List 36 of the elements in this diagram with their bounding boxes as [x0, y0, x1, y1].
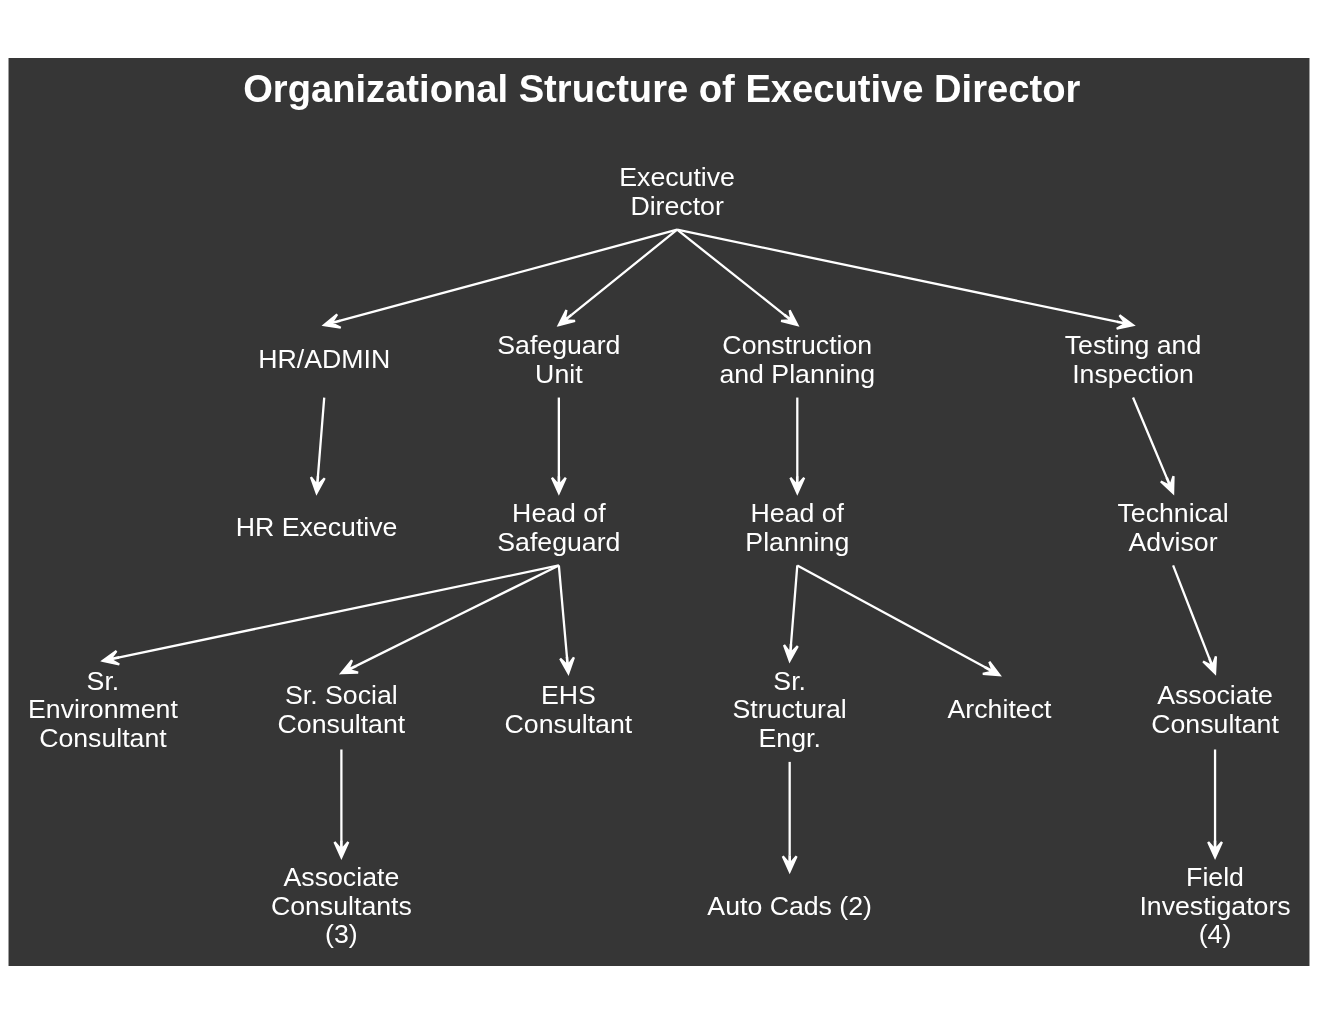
node-text: Head of Planning [745, 497, 850, 557]
node-text: Associate Consultant [1151, 680, 1279, 739]
node-text: HR/ADMIN [258, 344, 391, 375]
arrow [309, 397, 326, 495]
arrow [550, 397, 567, 495]
arrow [1172, 565, 1218, 675]
arrow [789, 397, 806, 495]
node-text: Head of Safeguard [497, 497, 621, 557]
arrow [557, 565, 576, 675]
arrow [557, 228, 678, 327]
arrow [333, 749, 350, 859]
arrow [676, 228, 1135, 330]
node-text: Sr. Environment Consultant [28, 665, 178, 754]
node-text: Construction and Planning [719, 330, 876, 389]
node-text: EHS Consultant [504, 680, 633, 739]
node-text: HR Executive [235, 512, 398, 543]
node-text: Executive Director [619, 162, 735, 221]
node-text: Sr. Structural Engr. [732, 665, 847, 754]
arrow [796, 564, 1001, 677]
arrow [101, 564, 560, 666]
node-text: Technical Advisor [1117, 497, 1229, 557]
diagram-title: Organizational Structure of Executive Director [243, 66, 1081, 110]
arrow [1131, 397, 1175, 495]
node-text: Safeguard Unit [497, 330, 621, 389]
arrow [1207, 749, 1224, 859]
arrow [781, 761, 798, 873]
node-text: Auto Cads (2) [707, 890, 872, 921]
arrow [782, 565, 799, 662]
node-text: Associate Consultants (3) [270, 862, 412, 950]
arrow [676, 228, 799, 327]
arrow [323, 228, 678, 329]
node-text: Sr. Social Consultant [277, 680, 406, 739]
node-text: Architect [947, 694, 1052, 725]
node-text: Testing and Inspection [1064, 330, 1202, 389]
node-text: Field Investigators (4) [1139, 862, 1291, 950]
arrow [340, 564, 560, 675]
